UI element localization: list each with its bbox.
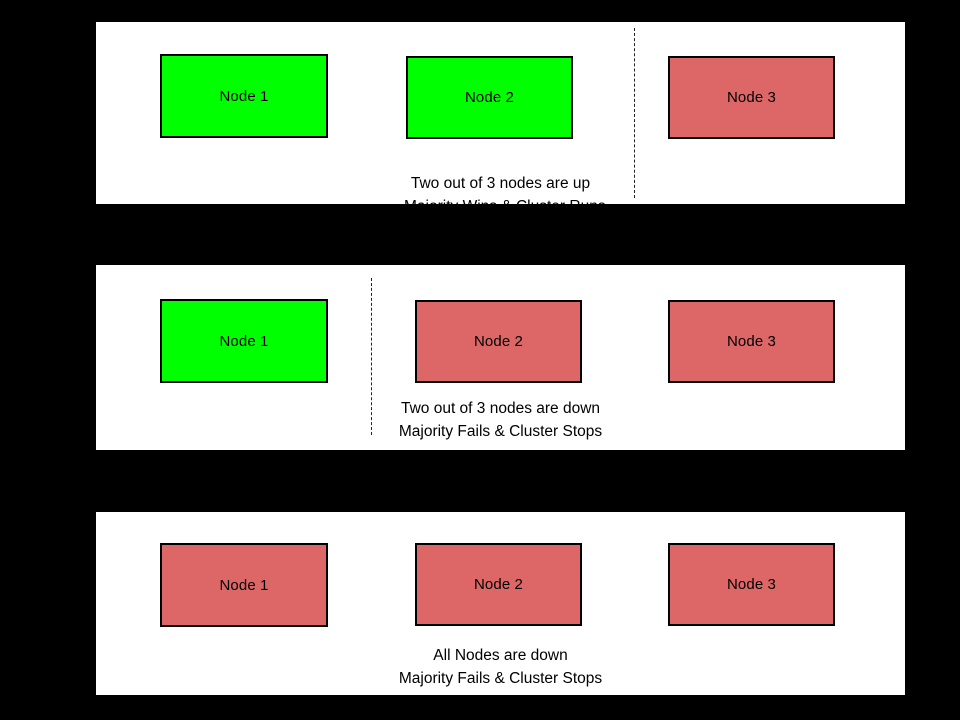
scenario-panel-two-up: Node 1 Node 2 Node 3 Two out of 3 nodes …	[96, 22, 905, 215]
scenario-caption: All Nodes are down Majority Fails & Clus…	[96, 644, 905, 690]
node-box-1[interactable]: Node 1	[160, 299, 328, 383]
caption-line-2: Majority Fails & Cluster Stops	[398, 423, 603, 440]
node-box-label: Node 2	[474, 576, 523, 593]
node-box-2[interactable]: Node 2	[415, 300, 582, 383]
node-box-2[interactable]: Node 2	[415, 543, 582, 626]
scenario-panel-two-down: Node 1 Node 2 Node 3 Two out of 3 nodes …	[96, 265, 905, 450]
caption-line-1: Two out of 3 nodes are down	[400, 400, 601, 417]
node-box-3[interactable]: Node 3	[668, 543, 835, 626]
node-box-label: Node 1	[219, 87, 269, 105]
caption-line-2: Majority Fails & Cluster Stops	[398, 670, 603, 687]
node-box-1[interactable]: Node 1	[160, 543, 328, 627]
quorum-divider-line	[634, 28, 635, 198]
node-box-label: Node 1	[219, 576, 269, 594]
node-box-label: Node 3	[727, 333, 776, 350]
node-box-label: Node 1	[219, 332, 269, 350]
node-box-3[interactable]: Node 3	[668, 300, 835, 383]
scenario-caption: Two out of 3 nodes are up , Majority Win…	[96, 172, 905, 218]
quorum-divider-line	[371, 278, 372, 435]
caption-line-2: , Majority Wins & Cluster Runs	[395, 198, 606, 215]
node-box-1[interactable]: Node 1	[160, 54, 328, 138]
caption-line-1: All Nodes are down	[433, 647, 568, 664]
node-box-2[interactable]: Node 2	[406, 56, 573, 139]
scenario-caption: Two out of 3 nodes are down Majority Fai…	[96, 397, 905, 443]
node-box-3[interactable]: Node 3	[668, 56, 835, 139]
caption-line-1: Two out of 3 nodes are up	[410, 175, 591, 192]
node-box-label: Node 2	[465, 89, 514, 106]
scenario-panel-all-down: Node 1 Node 2 Node 3 All Nodes are down …	[96, 512, 905, 695]
node-box-label: Node 3	[727, 576, 776, 593]
node-box-label: Node 2	[474, 333, 523, 350]
node-box-label: Node 3	[727, 89, 776, 106]
